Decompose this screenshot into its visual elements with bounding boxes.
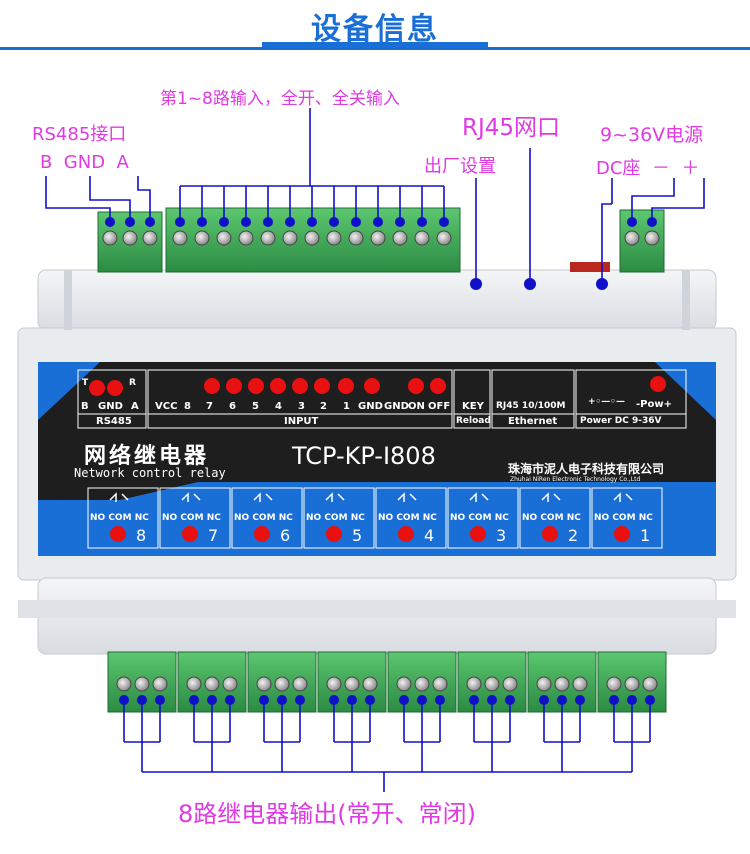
rs485-pins-callout: B GND A (40, 152, 129, 173)
pow-label: -Pow+ (636, 399, 672, 410)
relay-5-number: 5 (352, 526, 363, 545)
relay-1-number: 1 (640, 526, 651, 545)
input-pin-gnd-1: GND (358, 401, 383, 412)
relay-4-pins: NO COM NC (378, 513, 437, 523)
product-name-cn: 网络继电器 (84, 444, 210, 469)
housing-top (37, 269, 717, 331)
ethernet-label: Ethernet (508, 416, 558, 427)
input-pin-8: 8 (184, 401, 191, 412)
relay-6-number: 6 (280, 526, 291, 545)
relay-2-number: 2 (568, 526, 579, 545)
input-pin-4: 4 (275, 401, 282, 412)
company-en: Zhuhai NiRen Electronic Technology Co.,L… (510, 476, 641, 483)
relay-5-pins: NO COM NC (306, 513, 365, 523)
input-pin-gnd-2: GND (384, 401, 409, 412)
relay-6-pins: NO COM NC (234, 513, 293, 523)
input-pin-vcc: VCC (155, 401, 178, 412)
input-pin-on: ON (408, 401, 425, 412)
input-pin-5: 5 (252, 401, 259, 412)
rs485-pin-b: B (81, 401, 89, 412)
rs485-r-label: R (129, 378, 136, 388)
input-pin-2: 2 (320, 401, 327, 412)
company-cn: 珠海市泥人电子科技有限公司 (508, 462, 665, 476)
page-title: 设备信息 (311, 12, 439, 47)
relay-3-pins: NO COM NC (450, 513, 509, 523)
rj45-callout: RJ45网口 (462, 115, 561, 141)
relay-1-pins: NO COM NC (594, 513, 653, 523)
model-number: TCP-KP-I808 (292, 442, 436, 470)
dc-callout: DC座 － ＋ (596, 158, 700, 179)
input-label: INPUT (284, 416, 319, 427)
relay-8-pins: NO COM NC (90, 513, 149, 523)
input-pin-3: 3 (298, 401, 305, 412)
dc-jack-icon: +◦—◦— (588, 397, 626, 407)
input-pin-7: 7 (206, 401, 213, 412)
rj45-panel-label: RJ45 10/100M (496, 401, 566, 411)
reload-label: Reload (456, 416, 491, 426)
rs485-callout: RS485接口 (32, 124, 127, 145)
product-name-en: Network control relay (74, 466, 226, 480)
key-label: KEY (462, 401, 484, 412)
input-pin-6: 6 (229, 401, 236, 412)
input-pin-off: OFF (428, 401, 451, 412)
relay-7-pins: NO COM NC (162, 513, 221, 523)
inputs-callout: 第1~8路输入，全开、全关输入 (160, 89, 400, 109)
relay-4-number: 4 (424, 526, 435, 545)
input-pin-1: 1 (343, 401, 350, 412)
rs485-pin-gnd: GND (98, 401, 123, 412)
relay-7-number: 7 (208, 526, 219, 545)
relay-2-pins: NO COM NC (522, 513, 581, 523)
rs485-pin-a: A (131, 401, 139, 412)
relay-8-number: 8 (136, 526, 147, 545)
power-label: Power DC 9-36V (580, 416, 662, 426)
relay-3-number: 3 (496, 526, 507, 545)
outputs-callout: 8路继电器输出(常开、常闭) (178, 800, 476, 828)
power-terminal (619, 209, 665, 273)
rs485-t-label: T (82, 378, 89, 388)
power-callout: 9~36V电源 (600, 124, 704, 146)
factory-callout: 出厂设置 (424, 156, 496, 177)
title-underline (262, 42, 488, 50)
rs485-label: RS485 (96, 416, 132, 427)
